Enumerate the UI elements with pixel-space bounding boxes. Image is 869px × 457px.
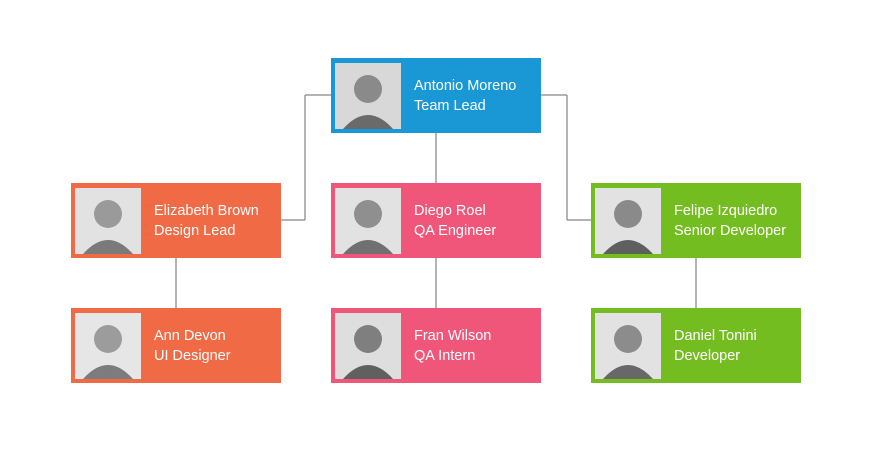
person-title: Developer — [674, 347, 741, 364]
avatar — [595, 187, 661, 254]
person-name: Ann Devon — [154, 327, 226, 344]
person-name: Antonio Moreno — [414, 77, 517, 94]
person-name: Elizabeth Brown — [154, 202, 259, 219]
node-elizabeth-brown[interactable]: Elizabeth Brown Design Lead — [71, 183, 281, 258]
avatar — [335, 62, 401, 129]
person-title: QA Engineer — [414, 222, 497, 239]
avatar — [335, 187, 401, 254]
node-fran-wilson[interactable]: Fran Wilson QA Intern — [331, 308, 541, 383]
person-name: Diego Roel — [414, 202, 486, 219]
node-daniel-tonini[interactable]: Daniel Tonini Developer — [591, 308, 801, 383]
avatar — [75, 312, 141, 379]
node-ann-devon[interactable]: Ann Devon UI Designer — [71, 308, 281, 383]
node-diego-roel[interactable]: Diego Roel QA Engineer — [331, 183, 541, 258]
person-name: Felipe Izquiedro — [674, 202, 778, 219]
person-name: Daniel Tonini — [674, 327, 757, 344]
avatar — [595, 312, 661, 379]
person-title: QA Intern — [414, 347, 476, 364]
avatar — [335, 312, 401, 379]
person-title: UI Designer — [154, 347, 231, 364]
node-antonio-moreno[interactable]: Antonio Moreno Team Lead — [331, 58, 541, 133]
avatar — [75, 187, 141, 254]
person-name: Fran Wilson — [414, 327, 492, 344]
person-title: Senior Developer — [674, 222, 787, 239]
person-title: Design Lead — [154, 222, 236, 239]
node-felipe-izquiedro[interactable]: Felipe Izquiedro Senior Developer — [591, 183, 801, 258]
person-title: Team Lead — [414, 97, 486, 114]
